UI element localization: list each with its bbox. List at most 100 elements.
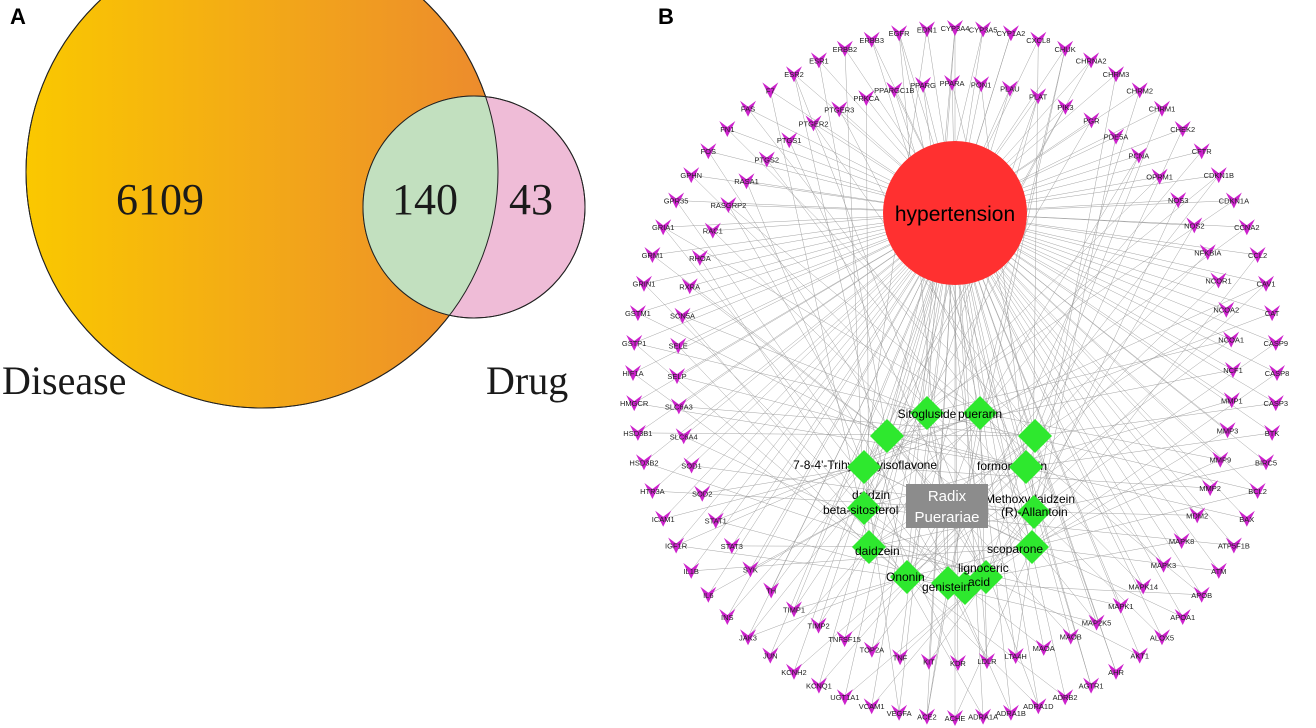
target-node-label: BCL2: [1248, 487, 1267, 496]
network-edge: [871, 212, 956, 650]
target-node-label: CYP3A5: [969, 25, 998, 34]
target-node: VEGFA: [887, 704, 912, 721]
target-node-label: BAX: [1239, 515, 1254, 524]
network-edge: [663, 466, 865, 520]
network-edge: [979, 283, 1267, 414]
target-node-shape: [644, 247, 661, 264]
target-node-label: CHUK: [1054, 45, 1075, 54]
target-node-label: MAOA: [1033, 644, 1055, 653]
network-edge: [770, 546, 870, 656]
target-node-shape: [655, 510, 672, 527]
target-node-label: ATM: [1211, 567, 1226, 576]
target-node-label: TIMP1: [783, 605, 805, 614]
target-node: STAT3: [721, 537, 743, 554]
target-node-shape: [892, 649, 909, 666]
target-node: ADRB2: [1053, 689, 1078, 706]
network-edge: [863, 466, 1211, 489]
target-node-shape: [670, 398, 687, 415]
target-node-label: VEGFA: [887, 709, 912, 718]
compound-node: puerarin: [958, 396, 1002, 430]
network-edge: [1034, 108, 1163, 437]
target-node-shape: [1224, 361, 1241, 378]
target-node: CYP1A2: [997, 25, 1026, 42]
target-node-label: LDLR: [977, 657, 997, 666]
target-node-shape: [810, 52, 827, 69]
target-node-shape: [1199, 244, 1216, 261]
network-edge: [871, 212, 956, 707]
target-node-label: CASP3: [1263, 399, 1288, 408]
target-node-label: PCNA: [1128, 152, 1149, 161]
target-node: MMP2: [1199, 480, 1221, 497]
target-node-shape: [891, 704, 908, 721]
target-node-shape: [836, 40, 853, 57]
target-node-shape: [644, 482, 661, 499]
target-node-label: KCNQ1: [806, 682, 832, 691]
target-node-shape: [810, 677, 827, 694]
compound-node-shape: [910, 396, 944, 430]
target-node-label: GSTP1: [622, 339, 647, 348]
network-edge: [1034, 252, 1208, 437]
compound-node-label: daidzein: [855, 544, 900, 558]
target-node-label: PPARA: [940, 79, 965, 88]
target-node: TH: [763, 582, 780, 599]
target-node: IGF1R: [665, 537, 688, 554]
network-edge: [985, 540, 1182, 578]
network-edge: [691, 212, 956, 572]
target-node: PDE5A: [1104, 128, 1128, 145]
target-node-label: TH: [766, 587, 776, 596]
compound-node-shape: [852, 530, 886, 564]
target-node-label: LTA4H: [1005, 652, 1027, 661]
target-node: HIF1A: [622, 365, 644, 381]
target-node-shape: [1174, 608, 1191, 625]
target-node-label: ERBB3: [859, 36, 884, 45]
target-node-label: NOS2: [1184, 221, 1204, 230]
target-node-shape: [805, 115, 822, 132]
target-node-label: CAT: [1265, 309, 1280, 318]
network-edge: [1034, 435, 1117, 672]
network-edge: [1025, 432, 1273, 468]
target-node-shape: [1225, 192, 1242, 209]
target-node-shape: [975, 21, 992, 38]
target-node-label: CCNA2: [1234, 223, 1259, 232]
target-node: ATM: [1210, 562, 1227, 579]
target-node-shape: [781, 132, 798, 149]
target-node: IL1B: [683, 562, 700, 579]
target-node: HMGCR: [620, 395, 649, 412]
target-node-label: ALOX5: [1150, 633, 1174, 642]
target-node-label: HSD3B2: [629, 458, 658, 467]
network-edge: [1015, 546, 1033, 657]
target-node-shape: [1186, 217, 1203, 234]
network-edge: [727, 128, 1036, 437]
target-node-label: SELP: [667, 372, 686, 381]
target-node: CHUK: [1054, 40, 1076, 57]
target-node-label: TNFSF15: [828, 635, 861, 644]
target-node-label: VCAM1: [859, 702, 885, 711]
network-edge: [747, 412, 928, 638]
compound-node-label: Ononin: [886, 570, 925, 584]
target-node-shape: [762, 82, 779, 99]
target-node: CAT: [1264, 305, 1281, 322]
target-node: TIMP2: [808, 617, 830, 634]
target-node: PPARA: [940, 75, 965, 92]
target-node-shape: [1258, 275, 1275, 292]
target-node-label: MMP2: [1199, 484, 1221, 493]
target-node-label: SOD1: [681, 462, 701, 471]
target-node: EGFR: [889, 25, 910, 42]
network-edge: [906, 339, 1232, 578]
network-edge: [1025, 280, 1219, 468]
target-node-label: BTK: [1265, 429, 1280, 438]
target-node-label: IL1B: [683, 567, 698, 576]
target-node: PLAT: [1029, 88, 1048, 105]
network-edge: [813, 123, 1036, 437]
target-node-label: PGR: [1083, 116, 1100, 125]
compound-node-label: (R)-Allantoin: [1001, 505, 1068, 519]
network-edge: [886, 369, 1234, 437]
network-edge: [979, 412, 988, 662]
target-node-label: RASGRP2: [710, 201, 746, 210]
target-node-label: PPARGC1B: [874, 86, 914, 95]
target-node-shape: [975, 708, 992, 725]
network-edge: [985, 576, 1140, 656]
target-node-label: KIT: [923, 658, 935, 667]
target-node-label: CYP1A2: [997, 29, 1026, 38]
network-edge: [708, 507, 865, 595]
